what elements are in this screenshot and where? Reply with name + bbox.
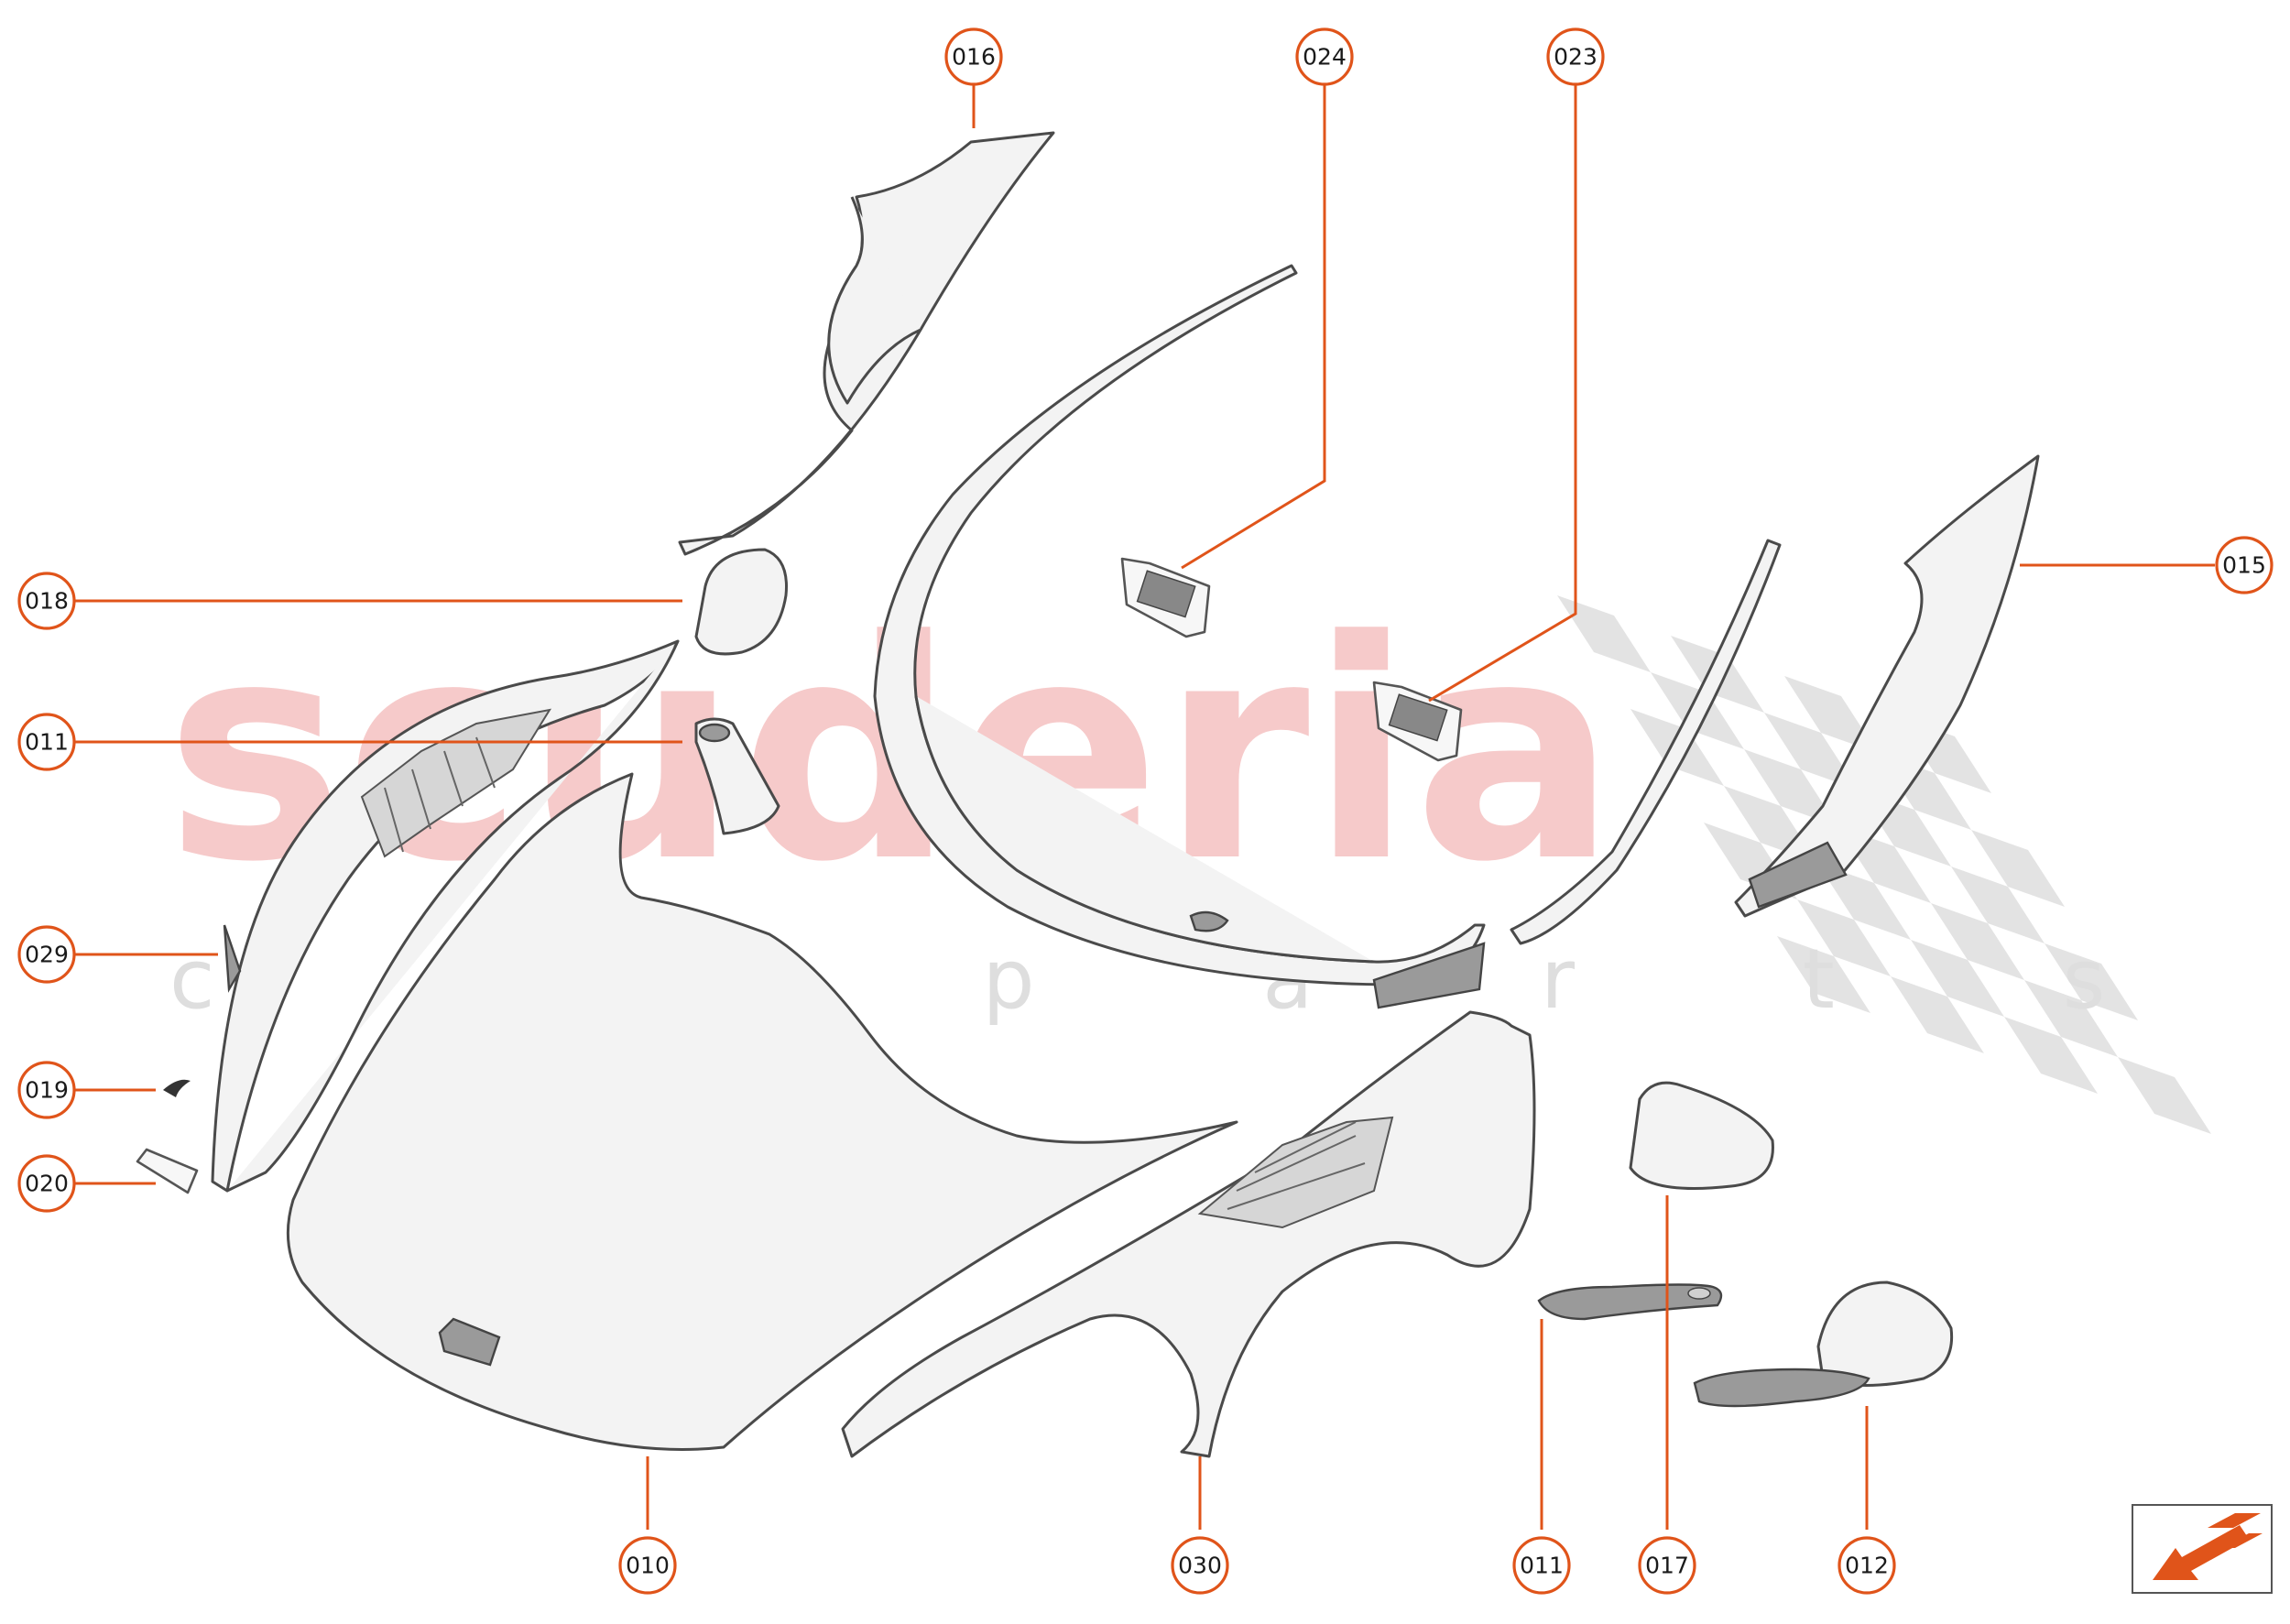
callout-017[interactable]: 017 [1638, 1536, 1696, 1595]
checker-square [1931, 903, 2024, 980]
callout-018[interactable]: 018 [17, 572, 76, 630]
part-011-mirror-base [694, 717, 780, 835]
part-016-quarter-panel [678, 131, 1055, 556]
callout-label: 010 [626, 1553, 670, 1579]
callout-010[interactable]: 010 [618, 1536, 677, 1595]
checkered-flag-watermark [1557, 595, 2211, 1134]
checker-square [1797, 899, 1891, 976]
checker-square [1951, 866, 2045, 943]
part-030-front-fender-right [841, 1010, 1536, 1458]
callout-label: 030 [1178, 1553, 1222, 1579]
part-018-mirror-cap [694, 548, 789, 656]
checker-square [1971, 830, 2065, 907]
part-012-mirror-assembly [1693, 1281, 1954, 1408]
part-015-quarter-panel-right [1734, 454, 2040, 918]
arrow-front-left-icon[interactable] [2132, 1504, 2273, 1594]
callout-015[interactable]: 015 [2215, 536, 2274, 594]
callout-023[interactable]: 023 [1546, 27, 1605, 86]
callout-030[interactable]: 030 [1171, 1536, 1229, 1595]
part-windscreen-frame [873, 264, 1486, 1009]
checker-square [2004, 1017, 2098, 1094]
callout-label: 020 [25, 1171, 69, 1197]
checker-square [1777, 936, 1870, 1013]
part-019-badge [163, 1079, 191, 1097]
part-010-bonnet [286, 772, 1238, 1451]
checker-square [2024, 980, 2118, 1057]
callout-label: 018 [25, 588, 69, 615]
callout-016[interactable]: 016 [944, 27, 1003, 86]
part-024-bracket [1120, 557, 1211, 638]
callout-029[interactable]: 029 [17, 925, 76, 984]
callout-label: 011 [1520, 1553, 1564, 1579]
callout-label: 012 [1845, 1553, 1889, 1579]
callout-label: 019 [25, 1077, 69, 1104]
checker-square [1911, 940, 2004, 1017]
callout-019[interactable]: 019 [17, 1061, 76, 1119]
checker-square [1784, 676, 1878, 753]
checker-square [1557, 595, 1651, 672]
callout-label: 015 [2222, 552, 2266, 579]
callout-024[interactable]: 024 [1295, 27, 1354, 86]
callout-label: 024 [1303, 44, 1347, 71]
callout-label: 017 [1645, 1553, 1689, 1579]
checker-square [1764, 713, 1858, 790]
checker-square [1891, 976, 1984, 1053]
leader-023 [1428, 75, 1577, 703]
callout-011-upper[interactable]: 011 [17, 713, 76, 771]
checker-square [2045, 943, 2138, 1020]
callout-011-lower[interactable]: 011 [1512, 1536, 1571, 1595]
callout-label: 011 [25, 729, 69, 756]
leader-024 [1181, 75, 1326, 570]
checker-square [1817, 863, 1911, 940]
part-011-mirror-arm [1537, 1283, 1723, 1321]
part-029-front-fender-left [211, 639, 680, 1193]
checker-square [2118, 1057, 2211, 1134]
part-a-pillar-right [1510, 539, 1782, 945]
callout-020[interactable]: 020 [17, 1154, 76, 1213]
part-020-plate [136, 1148, 199, 1194]
part-023-bracket [1372, 681, 1463, 762]
callout-label: 016 [952, 44, 996, 71]
callout-label: 023 [1554, 44, 1598, 71]
part-017-mirror-cap [1629, 1081, 1774, 1190]
checker-square [1744, 749, 1837, 826]
callout-012[interactable]: 012 [1837, 1536, 1896, 1595]
callout-label: 029 [25, 942, 69, 968]
